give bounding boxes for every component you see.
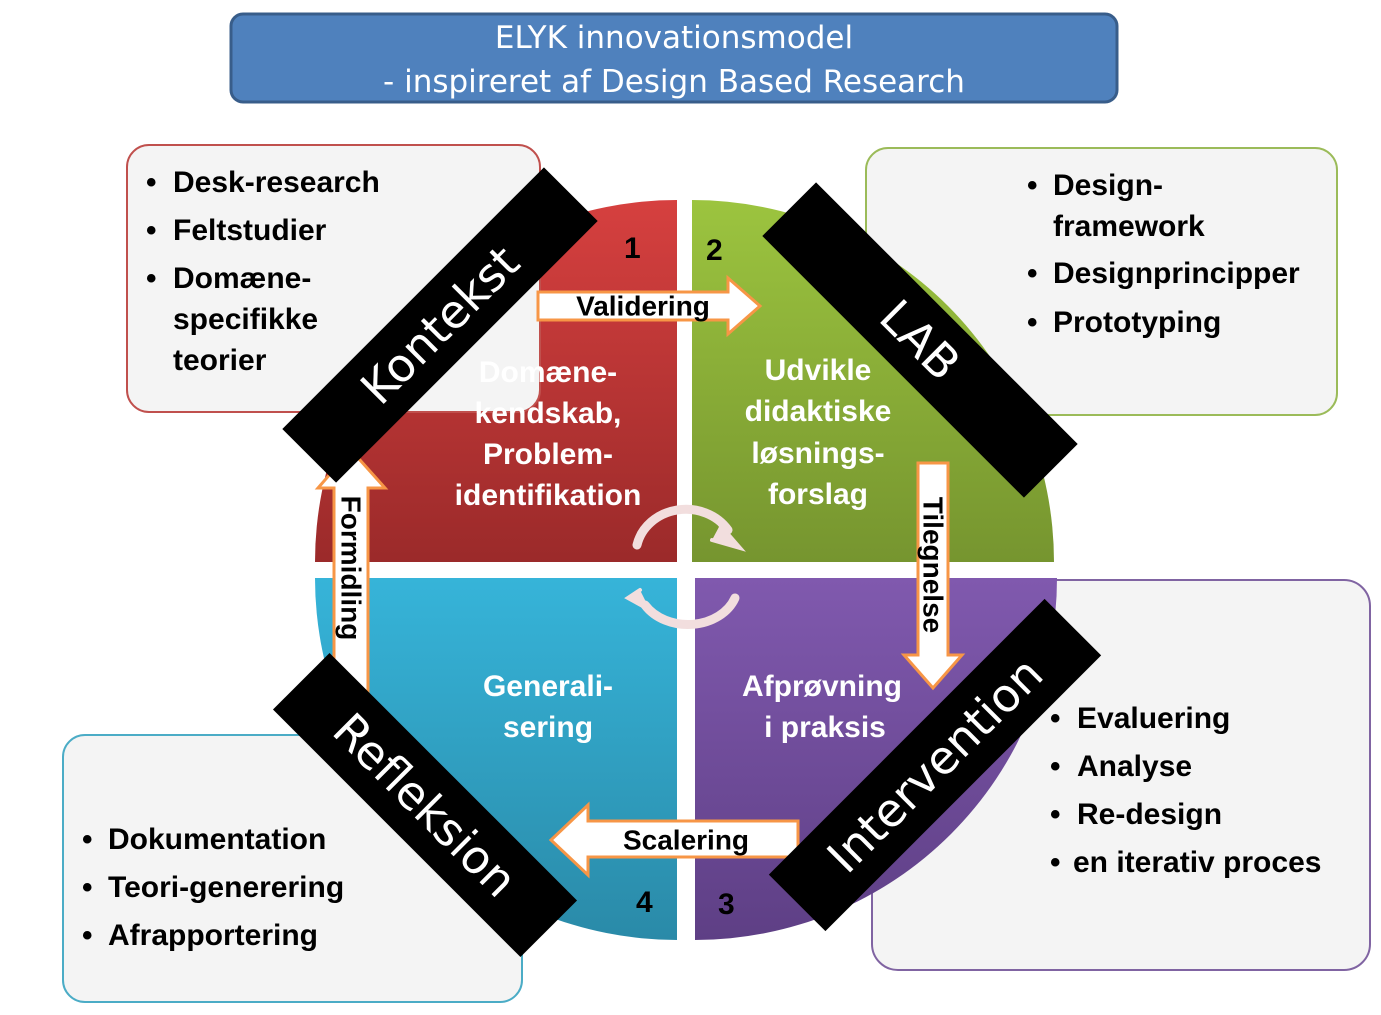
- bullet: •: [146, 262, 157, 295]
- kontekst-item: teorier: [173, 344, 267, 377]
- validering-arrow: Validering: [536, 274, 763, 338]
- quadrant-1-number: 1: [624, 232, 641, 265]
- quadrant-4-text: sering: [503, 711, 593, 744]
- quadrant-2-text: forslag: [768, 478, 868, 511]
- lab-item: framework: [1053, 210, 1205, 243]
- kontekst-item: Domæne-: [173, 262, 311, 295]
- cycle-arrows-icon: [624, 504, 746, 629]
- bullet: •: [1050, 798, 1061, 831]
- bullet: •: [1027, 169, 1038, 202]
- kontekst-item: Feltstudier: [173, 214, 327, 247]
- bullet: •: [82, 823, 93, 856]
- quadrant-3-number: 3: [718, 888, 735, 921]
- quadrant-3-text: Afprøvning: [742, 670, 902, 703]
- bullet: •: [146, 214, 157, 247]
- intervention-item: Re-design: [1077, 798, 1222, 831]
- refleksion-list: • Dokumentation • Teori-generering • Afr…: [82, 823, 344, 952]
- refleksion-item: Teori-generering: [108, 871, 344, 904]
- intervention-item: en iterativ proces: [1073, 846, 1321, 879]
- refleksion-item: Dokumentation: [108, 823, 326, 856]
- quadrant-1-text: Domæne-: [479, 356, 617, 389]
- title-line-1: ELYK innovationsmodel: [495, 20, 853, 56]
- bullet: •: [1050, 846, 1061, 879]
- bullet: •: [82, 919, 93, 952]
- intervention-list: • Evaluering • Analyse • Re-design • en …: [1050, 702, 1321, 879]
- lab-item: Design-: [1053, 169, 1163, 202]
- quadrant-4-number: 4: [636, 886, 653, 919]
- quadrant-2-text: Udvikle: [765, 354, 872, 387]
- quadrant-2-green: [692, 200, 1054, 562]
- bullet: •: [1050, 702, 1061, 735]
- bullet: •: [82, 871, 93, 904]
- title-line-2: - inspireret af Design Based Research: [383, 64, 965, 100]
- quadrant-2-text: løsnings-: [751, 437, 884, 470]
- bullet: •: [1050, 750, 1061, 783]
- bullet: •: [146, 166, 157, 199]
- scalering-arrow: Scalering: [548, 801, 800, 879]
- title-box: ELYK innovationsmodel - inspireret af De…: [229, 12, 1119, 104]
- quadrant-1-text: identifikation: [455, 479, 642, 512]
- quadrant-2-text: didaktiske: [745, 395, 892, 428]
- lab-item: Designprincipper: [1053, 257, 1300, 290]
- quadrant-2-number: 2: [706, 234, 723, 267]
- scalering-label: Scalering: [623, 825, 749, 856]
- bullet: •: [1027, 257, 1038, 290]
- quadrant-1-text: Problem-: [483, 438, 613, 471]
- refleksion-item: Afrapportering: [108, 919, 318, 952]
- formidling-arrow: Formidling: [314, 447, 389, 700]
- quadrant-4-text: Generali-: [483, 670, 613, 703]
- kontekst-item: Desk-research: [173, 166, 380, 199]
- quadrant-1-text: kendskab,: [475, 397, 622, 430]
- tilegnelse-label: Tilegnelse: [918, 497, 949, 633]
- intervention-item: Analyse: [1077, 750, 1192, 783]
- tilegnelse-arrow: Tilegnelse: [900, 461, 966, 691]
- kontekst-item: specifikke: [173, 303, 318, 336]
- validering-label: Validering: [576, 291, 710, 322]
- formidling-label: Formidling: [336, 496, 367, 641]
- lab-item: Prototyping: [1053, 306, 1221, 339]
- bullet: •: [1027, 306, 1038, 339]
- intervention-item: Evaluering: [1077, 702, 1230, 735]
- quadrant-3-text: i praksis: [764, 711, 886, 744]
